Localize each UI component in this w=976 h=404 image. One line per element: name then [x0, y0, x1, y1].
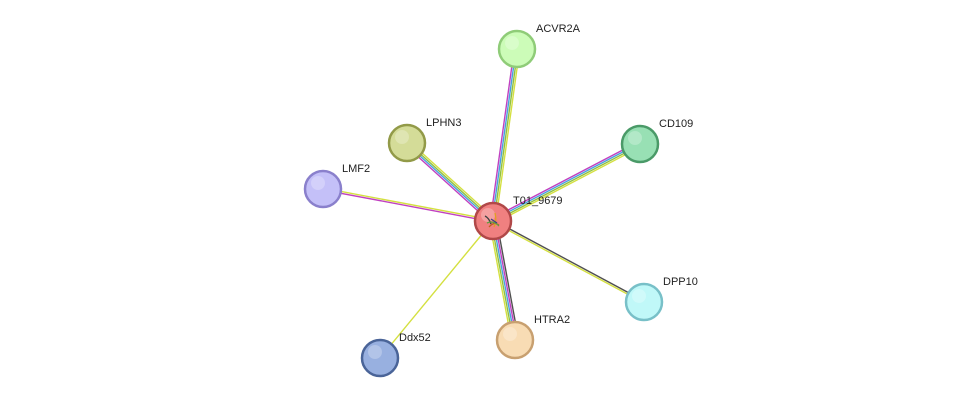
- node-highlight: [368, 345, 382, 359]
- edge-line: [493, 145, 642, 225]
- edge-line: [493, 49, 519, 222]
- edge-line: [490, 221, 514, 341]
- node-label: CD109: [659, 118, 693, 130]
- edge-line: [408, 140, 496, 220]
- node-circle: [497, 29, 537, 69]
- node-ddx52[interactable]: Ddx52: [360, 332, 431, 378]
- edge-line: [489, 48, 516, 221]
- edge-line: [492, 221, 644, 304]
- edge-lmf2[interactable]: [322, 187, 494, 223]
- node-circle: [360, 338, 400, 378]
- node-label: Ddx52: [399, 332, 431, 344]
- node-highlight: [481, 208, 495, 222]
- edge-line: [491, 140, 640, 220]
- edge-line: [488, 221, 513, 341]
- node-highlight: [632, 289, 646, 303]
- edge-htra2[interactable]: [488, 220, 520, 341]
- node-label: LPHN3: [426, 117, 461, 129]
- structure-stroke: [486, 221, 500, 227]
- node-circle: [624, 282, 664, 322]
- node-circle: [303, 169, 343, 209]
- edge-line: [492, 142, 640, 221]
- edge-line: [494, 49, 521, 222]
- node-lmf2[interactable]: LMF2: [303, 163, 370, 209]
- edge-line: [493, 219, 645, 302]
- node-acvr2a[interactable]: ACVR2A: [497, 23, 581, 69]
- edge-cd109[interactable]: [491, 140, 642, 225]
- edge-lphn3[interactable]: [404, 140, 496, 224]
- edge-line: [323, 187, 494, 221]
- edge-line: [404, 144, 492, 224]
- edge-line: [491, 48, 517, 221]
- protein-structure-icon: [484, 212, 500, 228]
- edge-line: [379, 220, 494, 359]
- edge-line: [493, 144, 641, 223]
- node-label: DPP10: [663, 276, 698, 288]
- node-label: T01_9679: [513, 195, 563, 207]
- node-highlight: [628, 131, 642, 145]
- node-label: ACVR2A: [536, 23, 581, 35]
- edge-ddx52[interactable]: [379, 220, 494, 359]
- structure-stroke: [493, 212, 497, 228]
- structure-stroke: [490, 218, 498, 224]
- node-dpp10[interactable]: DPP10: [624, 276, 698, 322]
- node-label: HTRA2: [534, 314, 570, 326]
- node-cd109[interactable]: CD109: [620, 118, 693, 164]
- edges-layer: [322, 48, 645, 359]
- node-highlight: [505, 36, 519, 50]
- node-circle: [387, 123, 427, 163]
- edge-line: [494, 220, 518, 340]
- edge-dpp10[interactable]: [492, 219, 645, 304]
- node-lphn3[interactable]: LPHN3: [387, 117, 461, 163]
- node-circle: [495, 320, 535, 360]
- node-label: LMF2: [342, 163, 370, 175]
- edge-acvr2a[interactable]: [489, 48, 521, 222]
- node-htra2[interactable]: HTRA2: [495, 314, 570, 360]
- node-circle: [620, 124, 660, 164]
- edge-line: [492, 220, 516, 341]
- structure-stroke: [484, 215, 492, 225]
- edge-line: [322, 189, 493, 223]
- edge-line: [407, 141, 495, 221]
- node-t01-9679[interactable]: T01_9679: [473, 195, 563, 241]
- node-highlight: [311, 176, 325, 190]
- node-highlight: [395, 130, 409, 144]
- edge-line: [405, 143, 493, 223]
- node-highlight: [503, 327, 517, 341]
- edge-line: [495, 220, 520, 340]
